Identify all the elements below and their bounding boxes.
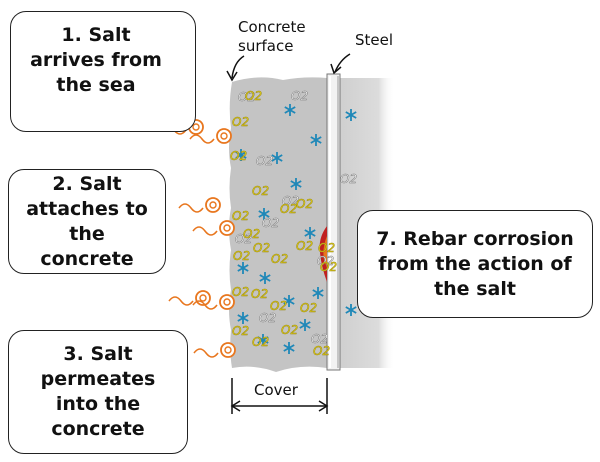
blue-particle-9 xyxy=(283,295,295,307)
blue-particle-7 xyxy=(237,262,249,274)
oxygen-yellow-1: O2 xyxy=(245,89,262,103)
salt-particle-6 xyxy=(192,294,235,310)
blue-particle-10 xyxy=(312,287,324,299)
oxygen-yellow-3: O2 xyxy=(230,149,247,163)
oxygen-yellow-17: O2 xyxy=(270,299,287,313)
blue-particle-16 xyxy=(345,304,357,316)
blue-particle-6 xyxy=(258,208,270,220)
callout-step-2: 2. Salt attaches to the concrete xyxy=(8,169,166,274)
callout-step-7-text: 7. Rebar corrosion from the action of th… xyxy=(376,227,574,300)
oxygen-white-8: O2 xyxy=(311,332,328,346)
blue-particle-3 xyxy=(284,104,296,116)
concrete-surface-label-line1: Concrete xyxy=(238,18,306,36)
blue-particle-4 xyxy=(310,134,322,146)
callout-step-1: 1. Salt arrives from the sea xyxy=(10,11,196,132)
oxygen-yellow-19: O2 xyxy=(300,301,317,315)
oxygen-yellow-8: O2 xyxy=(243,227,260,241)
oxygen-white-1: O2 xyxy=(238,90,255,104)
oxygen-yellow-2: O2 xyxy=(232,115,249,129)
oxygen-yellow-5: O2 xyxy=(280,202,297,216)
oxygen-yellow-11: O2 xyxy=(271,252,288,266)
oxygen-white-7: O2 xyxy=(259,311,276,325)
oxygen-yellow-20: O2 xyxy=(232,324,249,338)
blue-particle-2 xyxy=(271,152,283,164)
salt-particle-5 xyxy=(168,290,211,306)
blue-particle-1 xyxy=(235,149,247,161)
callout-step-7: 7. Rebar corrosion from the action of th… xyxy=(357,210,593,318)
salt-particle-4 xyxy=(192,220,235,236)
concrete-surface-label-line2: surface xyxy=(238,37,294,55)
blue-particle-13 xyxy=(257,334,269,346)
salt-particle-7 xyxy=(193,342,236,358)
blue-particle-12 xyxy=(237,312,249,324)
callout-step-2-text: 2. Salt attaches to the concrete xyxy=(26,172,148,270)
oxygen-white-10: O2 xyxy=(317,254,334,268)
oxygen-yellow-9: O2 xyxy=(253,241,270,255)
blue-particle-11 xyxy=(299,319,311,331)
oxygen-yellow-13: O2 xyxy=(318,241,335,255)
concrete-surface-label: Concrete surface xyxy=(238,18,306,56)
oxygen-yellow-18: O2 xyxy=(281,323,298,337)
oxygen-yellow-16: O2 xyxy=(251,287,268,301)
oxygen-yellow-7: O2 xyxy=(232,209,249,223)
blue-particle-14 xyxy=(283,342,295,354)
salt-particle-2 xyxy=(189,128,232,144)
oxygen-yellow-10: O2 xyxy=(233,249,250,263)
blue-particle-8 xyxy=(259,272,271,284)
oxygen-white-3: O2 xyxy=(256,154,273,168)
oxygen-white-6: O2 xyxy=(235,232,252,246)
callout-step-1-text: 1. Salt arrives from the sea xyxy=(30,24,162,96)
rust-spot xyxy=(319,226,327,282)
oxygen-yellow-21: O2 xyxy=(252,335,269,349)
cover-label: Cover xyxy=(254,381,298,399)
oxygen-yellow-14: O2 xyxy=(320,260,337,274)
blue-particle-5 xyxy=(304,227,316,239)
salt-particle-3 xyxy=(178,197,221,213)
steel-pointer xyxy=(334,53,351,73)
oxygen-yellow-22: O2 xyxy=(313,344,330,358)
blue-particle-15 xyxy=(345,109,357,121)
oxygen-white-9: O2 xyxy=(282,194,299,208)
concrete-surface-pointer xyxy=(231,55,245,79)
oxygen-yellow-4: O2 xyxy=(252,184,269,198)
oxygen-white-5: O2 xyxy=(262,216,279,230)
callout-step-3: 3. Salt permeates into the concrete xyxy=(8,330,188,454)
blue-particle-17 xyxy=(290,178,302,190)
oxygen-white-2: O2 xyxy=(291,89,308,103)
concrete-slab xyxy=(229,77,327,372)
steel-label: Steel xyxy=(355,31,394,49)
oxygen-white-4: O2 xyxy=(340,172,357,186)
oxygen-yellow-6: O2 xyxy=(296,197,313,211)
callout-step-3-text: 3. Salt permeates into the concrete xyxy=(40,343,156,440)
oxygen-yellow-15: O2 xyxy=(232,285,249,299)
oxygen-yellow-12: O2 xyxy=(296,239,313,253)
